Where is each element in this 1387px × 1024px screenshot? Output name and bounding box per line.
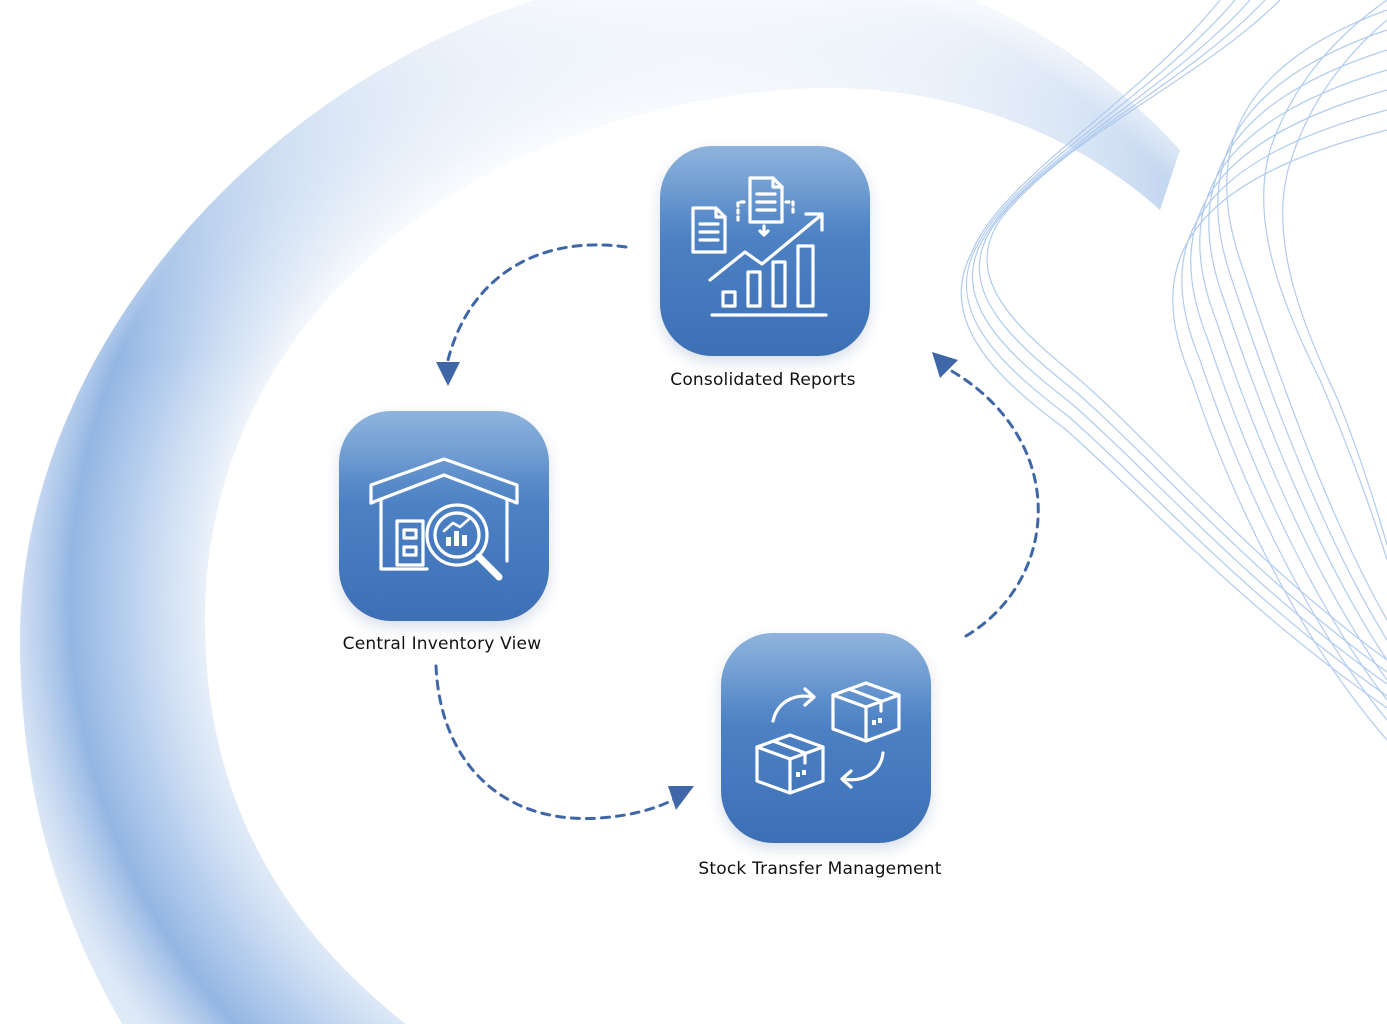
report-chart-icon xyxy=(691,176,828,317)
consolidated-reports-label: Consolidated Reports xyxy=(670,370,856,390)
wave-lines xyxy=(960,0,1387,741)
arrowhead-reports xyxy=(932,352,958,378)
connector-reports-to-inventory xyxy=(446,243,628,362)
connector-transfer-to-reports xyxy=(948,368,1040,638)
stock-transfer-management-tile xyxy=(721,633,931,843)
connector-inventory-to-transfer xyxy=(434,664,682,820)
central-inventory-view-label: Central Inventory View xyxy=(342,634,542,654)
warehouse-search-icon xyxy=(369,457,519,581)
arrowhead-inventory xyxy=(436,362,460,386)
arrowhead-transfer xyxy=(668,786,694,810)
consolidated-reports-tile xyxy=(660,146,870,356)
box-transfer-icon xyxy=(755,681,901,795)
central-inventory-view-tile xyxy=(339,411,549,621)
stock-transfer-management-label: Stock Transfer Management xyxy=(698,859,942,879)
